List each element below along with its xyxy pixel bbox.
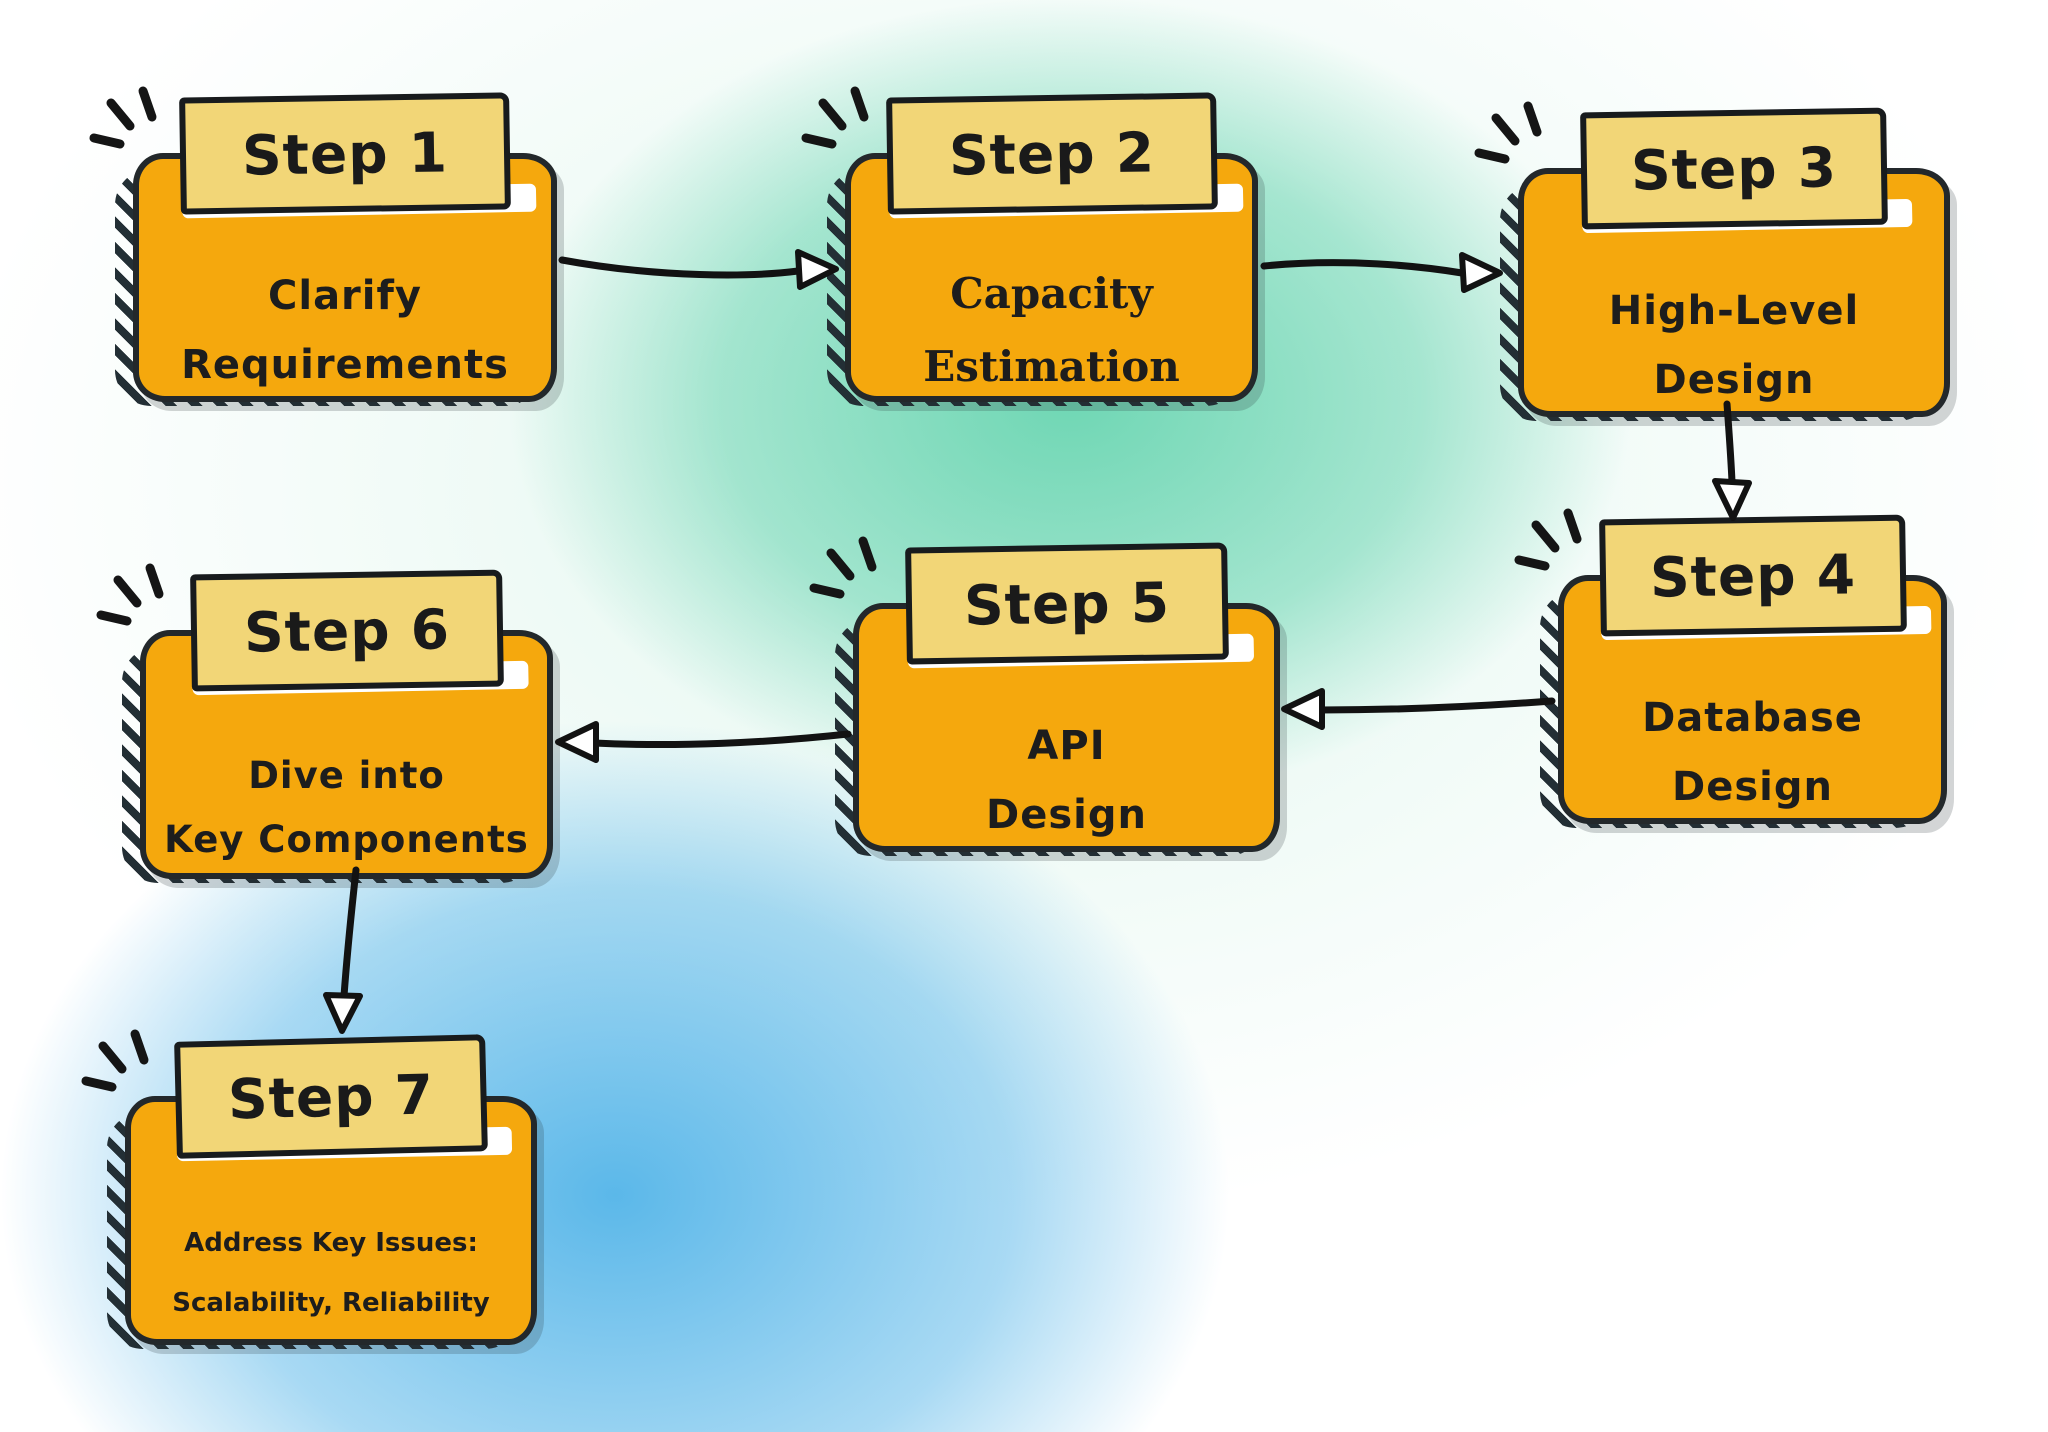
sparkle-icon: [801, 86, 869, 149]
step-4-label: Step 4: [1598, 514, 1907, 637]
step-1-text-line: Requirements: [181, 341, 509, 388]
arrow-step2-step3: [1260, 252, 1503, 293]
step-5-text-line: Design: [986, 791, 1147, 838]
step-6-label: Step 6: [189, 569, 504, 692]
step-3-text-line: High-Level: [1608, 287, 1860, 334]
sparkle-icon: [89, 86, 157, 149]
arrow-step3-step4: [1712, 400, 1752, 521]
arrow-step5-step6: [555, 721, 852, 763]
step-3-card: High-Level Design Step 3: [1474, 101, 1950, 421]
step-1-card: Clarify Requirements Step 1: [89, 86, 557, 406]
sparkle-icon: [1474, 101, 1542, 164]
arrow-step6-step7: [323, 866, 363, 1034]
step-5-label: Step 5: [904, 542, 1229, 665]
step-3-label: Step 3: [1580, 107, 1888, 230]
arrow-step4-step5: [1281, 688, 1556, 730]
step-1-text-line: Clarify: [268, 272, 422, 319]
step-4-text-line: Design: [1672, 763, 1833, 810]
step-7-text-line: Address Key Issues:: [184, 1227, 478, 1258]
step-2-card: Capacity Estimation Step 2: [801, 86, 1258, 406]
sparkle-icon: [81, 1029, 149, 1092]
step-7-label: Step 7: [174, 1034, 488, 1159]
sparkle-icon: [1514, 508, 1582, 571]
step-1-label: Step 1: [179, 92, 511, 215]
step-4-card: Database Design Step 4: [1514, 508, 1947, 828]
step-7-card: Address Key Issues: Scalability, Reliabi…: [81, 1029, 537, 1349]
sparkle-icon: [809, 536, 877, 599]
step-7-text-line: Scalability, Reliability: [172, 1287, 490, 1318]
step-5-card: API Design Step 5: [809, 536, 1280, 856]
step-4-text-line: Database: [1642, 694, 1863, 741]
step-6-card: Dive into Key Components Step 6: [96, 563, 553, 883]
step-2-label: Step 2: [885, 92, 1218, 215]
arrow-step1-step2: [558, 249, 839, 290]
step-2-text-line: Estimation: [923, 341, 1180, 391]
step-2-text-line: Capacity: [950, 269, 1153, 319]
step-6-text-line: Dive into: [248, 753, 445, 797]
sparkle-icon: [96, 563, 164, 626]
step-6-text-line: Key Components: [164, 817, 529, 861]
step-3-text-line: Design: [1653, 356, 1815, 403]
step-5-text-line: API: [1027, 722, 1106, 769]
